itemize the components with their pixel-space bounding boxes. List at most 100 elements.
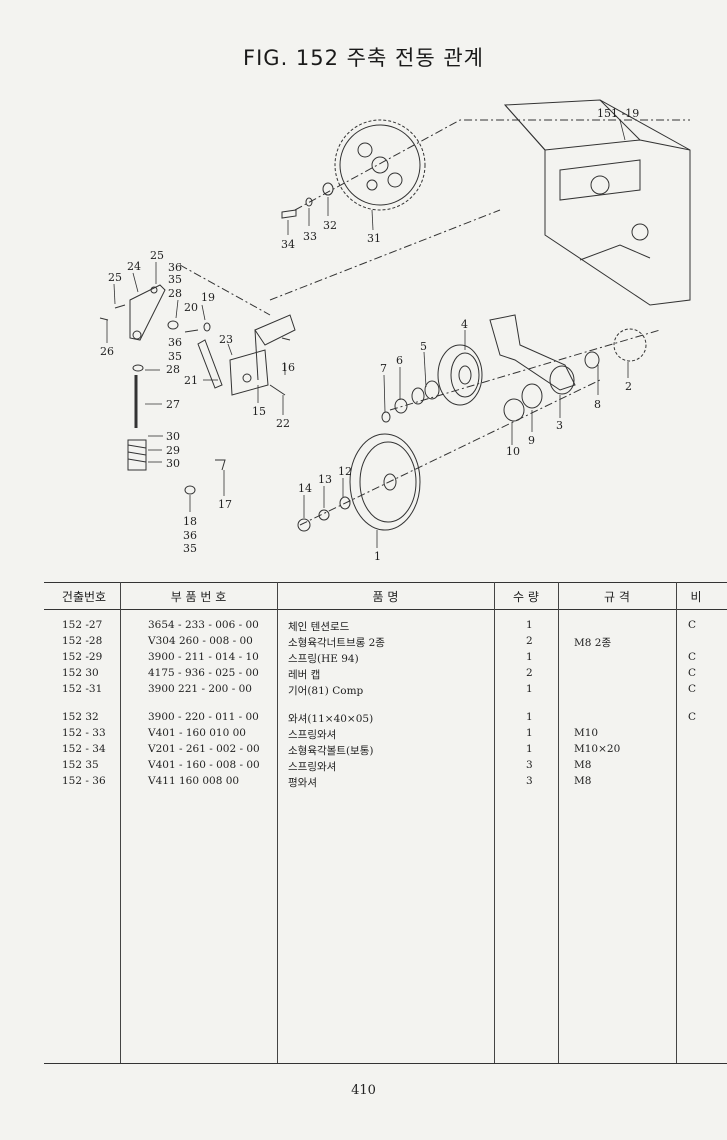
callout-18: 18	[183, 515, 197, 528]
cell-no: 152 -29	[62, 651, 103, 663]
callout-2: 2	[625, 380, 632, 393]
callout-26: 26	[100, 345, 114, 358]
cell-part: V411 160 008 00	[148, 775, 240, 787]
callout-31: 31	[367, 232, 381, 245]
cell-spec: M10	[574, 727, 599, 739]
callout-28a: 28	[168, 287, 182, 300]
idler-pulley-4	[381, 344, 483, 423]
callout-32: 32	[323, 219, 337, 232]
callout-29: 29	[166, 444, 180, 457]
header-spec: 규 격	[604, 590, 630, 604]
callout-8: 8	[594, 398, 601, 411]
cell-part: V401 - 160 - 008 - 00	[148, 759, 260, 771]
cell-qty: 3	[526, 759, 533, 771]
cell-part: 3654 - 233 - 006 - 00	[148, 619, 259, 631]
callout-6: 6	[396, 354, 403, 367]
cell-qty: 1	[526, 711, 533, 723]
header-part-no: 부 품 번 호	[170, 590, 227, 604]
callout-23: 23	[219, 333, 233, 346]
cell-qty: 1	[526, 651, 533, 663]
cell-no: 152 -31	[62, 683, 103, 695]
cell-part: 4175 - 936 - 025 - 00	[148, 667, 259, 679]
callout-21: 21	[184, 374, 198, 387]
sprocket-2	[584, 328, 647, 369]
callout-4: 4	[461, 318, 468, 331]
cell-no: 152 -27	[62, 619, 103, 631]
column-divider	[277, 582, 278, 1063]
callout-9: 9	[528, 434, 535, 447]
cell-part: V201 - 261 - 002 - 00	[148, 743, 260, 755]
callout-17: 17	[218, 498, 232, 511]
bracket-15	[197, 314, 296, 396]
callout-10: 10	[506, 445, 520, 458]
cell-remark: C	[688, 683, 697, 695]
cell-spec: M8	[574, 759, 592, 771]
callout-27: 27	[166, 398, 180, 411]
header-remark: 비	[690, 590, 702, 604]
callout-13: 13	[318, 473, 332, 486]
cell-name: 스프링(HE 94)	[288, 653, 359, 665]
cell-qty: 1	[526, 727, 533, 739]
callout-1: 1	[374, 550, 381, 563]
page-number: 410	[351, 1083, 376, 1098]
callout-25a: 25	[108, 271, 122, 284]
cell-name: 스프링와셔	[288, 729, 337, 741]
cell-no: 152 - 33	[62, 727, 106, 739]
figure-title: FIG. 152 주축 전동 관계	[243, 46, 484, 70]
callout-151-19: 151 -19	[597, 107, 639, 120]
callout-30b: 30	[166, 457, 180, 470]
cell-no: 152 -28	[62, 635, 103, 647]
callout-3: 3	[556, 419, 563, 432]
cell-name: 기어(81) Comp	[288, 685, 364, 697]
main-pulley-1	[297, 433, 421, 532]
cell-part: 3900 - 211 - 014 - 10	[148, 651, 259, 663]
callout-35b: 35	[168, 350, 182, 363]
cell-name: 레버 캡	[288, 669, 321, 681]
callout-14: 14	[298, 482, 312, 495]
cell-remark: C	[688, 619, 697, 631]
header-quantity: 수 량	[513, 590, 539, 604]
cell-remark: C	[688, 667, 697, 679]
table-row: 152 -29 3900 - 211 - 014 - 10 스프링(HE 94) 1 C	[44, 651, 727, 667]
cell-part: 3900 221 - 200 - 00	[148, 683, 252, 695]
callout-35a: 35	[168, 273, 182, 286]
callout-20: 20	[184, 301, 198, 314]
tension-lever-assembly	[99, 284, 226, 495]
callout-24: 24	[127, 260, 141, 273]
cell-qty: 1	[526, 619, 533, 631]
cell-qty: 1	[526, 743, 533, 755]
callout-7: 7	[380, 362, 387, 375]
table-bottom-rule	[44, 1063, 727, 1064]
callout-22: 22	[276, 417, 290, 430]
callout-15: 15	[252, 405, 266, 418]
table-top-rule	[44, 582, 727, 583]
cell-name: 체인 텐션로드	[288, 621, 350, 633]
cell-name: 스프링와셔	[288, 761, 337, 773]
table-header-rule	[44, 609, 727, 610]
cell-no: 152 - 36	[62, 775, 106, 787]
callout-25b: 25	[150, 249, 164, 262]
table-row: 152 -27 3654 - 233 - 006 - 00 체인 텐션로드 1 C	[44, 619, 727, 635]
callout-36c: 36	[183, 529, 197, 542]
gear-31	[334, 119, 426, 211]
cell-remark: C	[688, 711, 697, 723]
cell-no: 152 - 34	[62, 743, 106, 755]
callout-16: 16	[281, 361, 295, 374]
column-divider	[676, 582, 677, 1063]
callout-36b: 36	[168, 336, 182, 349]
column-divider	[494, 582, 495, 1063]
cell-name: 평와셔	[288, 777, 317, 789]
cell-no: 152 32	[62, 711, 99, 723]
cell-qty: 2	[526, 635, 533, 647]
cell-remark: C	[688, 651, 697, 663]
cell-qty: 3	[526, 775, 533, 787]
exploded-parts-diagram: 151 -19 34 33 32 31 25 24 25 36 35 28 20…	[99, 99, 691, 563]
column-divider	[558, 582, 559, 1063]
machine-frame	[503, 99, 691, 306]
